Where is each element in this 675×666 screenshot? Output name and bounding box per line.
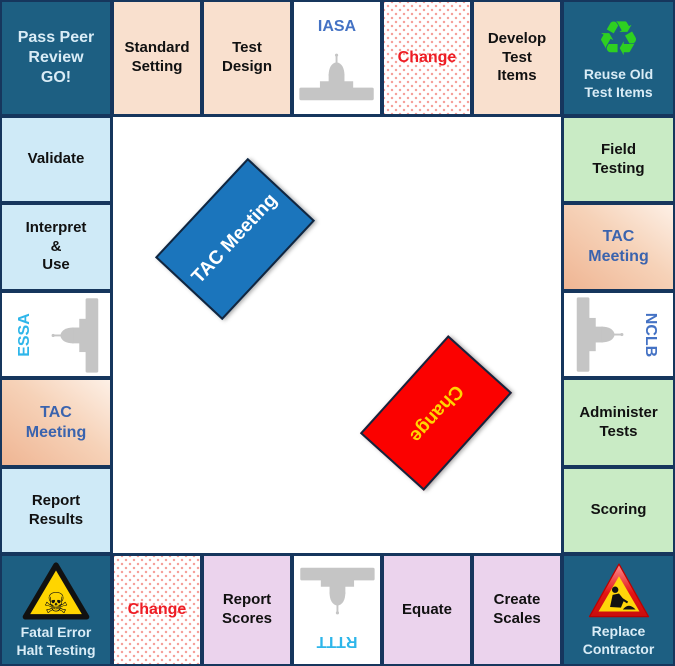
tile-label: Validate [27,150,85,168]
tile-label: Field Testing [592,140,645,177]
tile-label: Develop Test Items [487,29,547,85]
tile-label: Equate [401,600,452,618]
tile-administer-tests[interactable]: Administer Tests [562,378,675,467]
tile-label: Create Scales [493,591,541,627]
tile-label: TAC Meeting [588,228,649,265]
corner-replace-contractor[interactable]: Replace Contractor [562,554,675,666]
card-label: TAC Meeting [187,189,282,288]
tile-nclb[interactable]: NCLB [562,291,675,378]
card-change[interactable]: Change [359,335,513,491]
tile-tac-meeting-left[interactable]: TAC Meeting [0,378,112,467]
tile-report-results[interactable]: Report Results [0,467,112,554]
corner-label: Reuse Old Test Items [583,65,654,100]
card-tac-meeting[interactable]: TAC Meeting [154,157,316,321]
tile-scoring[interactable]: Scoring [562,467,675,554]
capitol-icon [299,567,375,615]
tile-label: Report Scores [221,591,273,627]
tile-label: Interpret & Use [25,218,87,274]
tile-develop-test-items[interactable]: Develop Test Items [472,0,562,116]
svg-text:☠: ☠ [43,586,69,620]
tile-rttt[interactable]: RTTT [292,554,382,666]
corner-pass-peer-review-go[interactable]: Pass Peer Review GO! [0,0,112,116]
tile-label: Change [397,49,457,66]
tile-label: Standard Setting [124,39,190,75]
tile-standard-setting[interactable]: Standard Setting [112,0,202,116]
tile-report-scores[interactable]: Report Scores [202,554,292,666]
tile-label: Scoring [590,501,647,519]
tile-label: Administer Tests [579,403,658,440]
tile-equate[interactable]: Equate [382,554,472,666]
law-content: IASA [294,15,380,101]
law-content: ESSA [13,293,99,376]
tile-label: RTTT [316,633,358,650]
recycle-icon: ♻ [596,10,641,67]
tile-change-top[interactable]: Change [382,0,472,116]
tile-tac-meeting-right[interactable]: TAC Meeting [562,203,675,291]
roadwork-warning-icon [588,563,649,618]
corner-fatal-error-halt-testing[interactable]: ☠ Fatal Error Halt Testing [0,554,112,666]
corner-label: Replace Contractor [582,622,655,657]
card-label: Change [405,380,468,447]
tile-iasa[interactable]: IASA [292,0,382,116]
tile-label: TAC Meeting [25,403,87,441]
tile-label: Change [127,601,187,618]
skull-crossbones-warning-icon: ☠ [22,562,90,620]
tile-label: ESSA [16,312,33,357]
law-content: RTTT [294,567,380,653]
tile-validate[interactable]: Validate [0,116,112,203]
tile-label: Test Design [221,39,272,75]
tile-label: NCLB [641,312,659,357]
corner-label: Fatal Error Halt Testing [16,623,96,658]
corner-reuse-old-test-items[interactable]: ♻ Reuse Old Test Items [562,0,675,116]
tile-label: Report Results [28,491,84,528]
tile-change-bottom[interactable]: Change [112,554,202,666]
tile-essa[interactable]: ESSA [0,291,112,378]
tile-test-design[interactable]: Test Design [202,0,292,116]
capitol-icon [576,297,623,372]
corner-label: Pass Peer Review GO! [17,29,95,86]
capitol-icon [299,53,375,101]
board-center: TAC Meeting Change [112,116,562,554]
tile-field-testing[interactable]: Field Testing [562,116,675,203]
tile-create-scales[interactable]: Create Scales [472,554,562,666]
tile-label: IASA [317,18,357,35]
law-content: NCLB [576,293,662,376]
tile-interpret-and-use[interactable]: Interpret & Use [0,203,112,291]
capitol-icon [51,297,99,372]
